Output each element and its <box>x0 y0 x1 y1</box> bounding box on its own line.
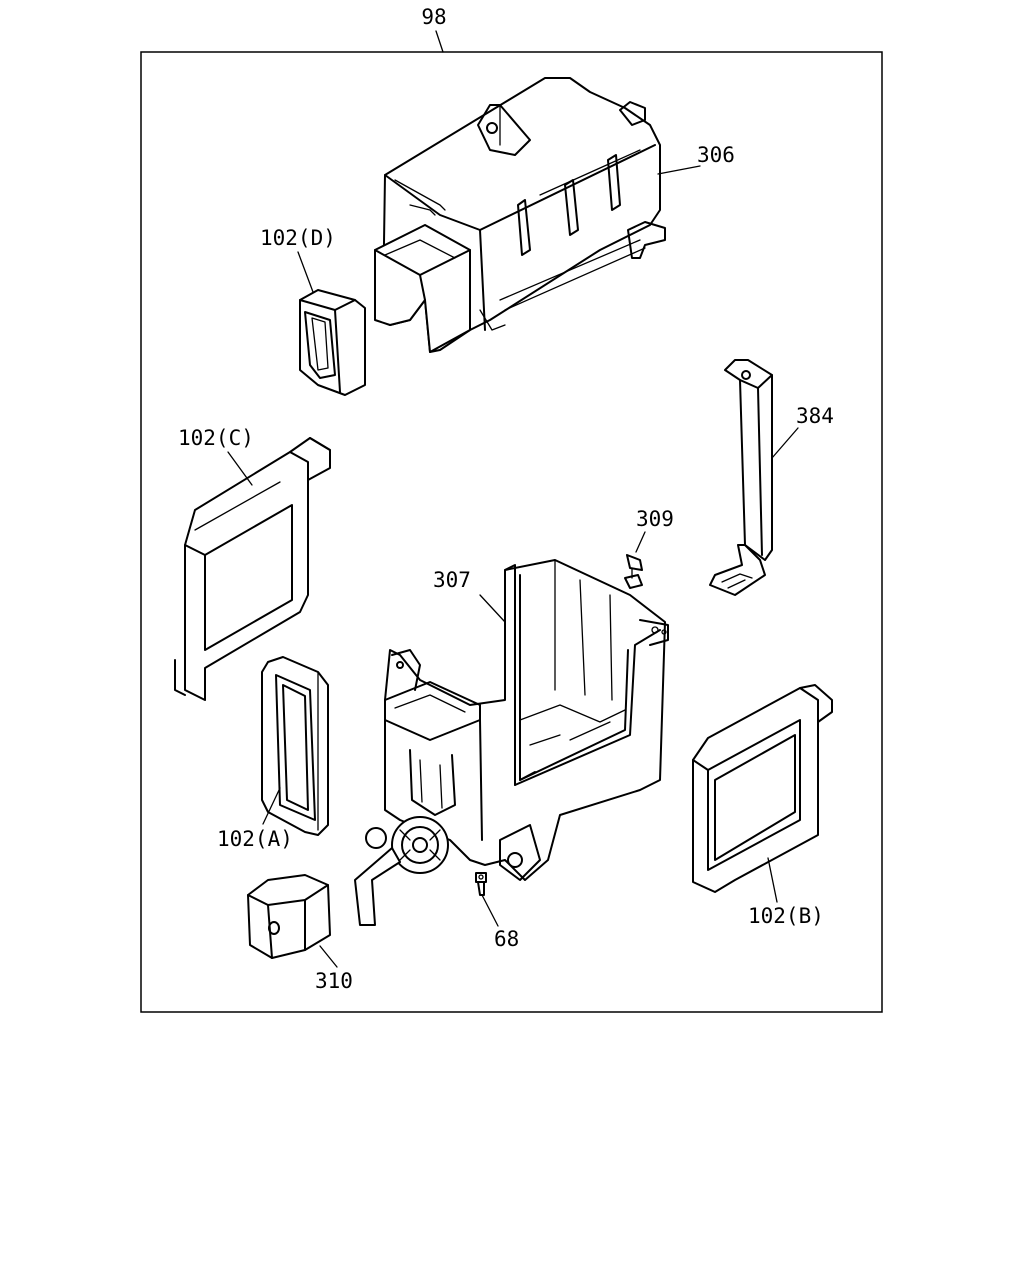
callout-102-d: 102(D) <box>260 226 336 293</box>
bracket-384 <box>709 359 773 596</box>
screw-68 <box>475 872 487 896</box>
label-102-d: 102(D) <box>260 226 336 250</box>
label-68: 68 <box>494 927 519 951</box>
seal-102-a <box>261 656 329 836</box>
label-102-a: 102(A) <box>217 827 293 851</box>
diagram-frame <box>140 51 883 1013</box>
seal-102-c <box>174 437 331 701</box>
seal-102-b <box>692 684 833 893</box>
lower-case-307 <box>354 559 669 926</box>
seal-102-d <box>299 289 366 396</box>
callout-102-c: 102(C) <box>178 426 254 486</box>
callout-102-a: 102(A) <box>217 787 293 851</box>
plug-310 <box>247 874 331 959</box>
callout-384: 384 <box>771 404 834 459</box>
label-309: 309 <box>636 507 674 531</box>
label-307: 307 <box>433 568 471 592</box>
upper-case-306 <box>374 77 666 353</box>
label-310: 310 <box>315 969 353 993</box>
callout-68: 68 <box>481 894 519 951</box>
label-102-b: 102(B) <box>748 904 824 928</box>
label-102-c: 102(C) <box>178 426 254 450</box>
callout-102-b: 102(B) <box>748 857 824 928</box>
callout-306: 306 <box>657 143 735 175</box>
callout-307: 307 <box>433 568 506 623</box>
callout-309: 309 <box>635 507 674 553</box>
callout-310: 310 <box>315 945 353 993</box>
label-306: 306 <box>697 143 735 167</box>
callout-98: 98 <box>421 5 447 53</box>
label-384: 384 <box>796 404 834 428</box>
clip-309 <box>624 554 643 589</box>
label-98: 98 <box>421 5 446 29</box>
